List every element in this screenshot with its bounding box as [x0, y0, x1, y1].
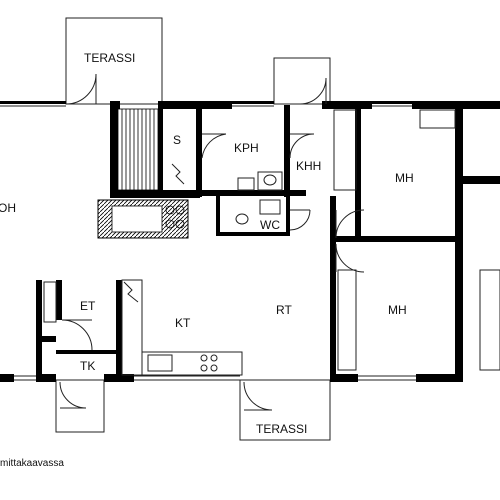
- bath-fixtures: [171, 163, 283, 225]
- room-label-kt: KT: [175, 316, 191, 330]
- scale-note: mittakaavassa: [0, 458, 64, 469]
- room-label-khh: KHH: [296, 159, 321, 173]
- kitchen-counter: [121, 279, 243, 376]
- room-label-tk: TK: [80, 359, 95, 373]
- closets: [43, 109, 500, 371]
- windows: [0, 105, 416, 381]
- room-label-rt: RT: [276, 303, 292, 317]
- stove-hatched: [97, 199, 189, 239]
- room-label-mh-top: MH: [395, 171, 414, 185]
- room-label-s: S: [173, 133, 181, 147]
- room-label-terassi-top: TERASSI: [84, 51, 135, 65]
- room-label-kph: KPH: [234, 141, 259, 155]
- room-label-mh-bottom: MH: [388, 303, 407, 317]
- terrace-bottom: [55, 379, 331, 441]
- room-label-wc: WC: [260, 218, 280, 232]
- room-label-oh: OH: [0, 201, 16, 215]
- room-label-terassi-bottom: TERASSI: [256, 422, 307, 436]
- sauna-benches: [117, 108, 159, 191]
- doors: [59, 73, 365, 411]
- room-label-et: ET: [80, 299, 96, 313]
- walls: [0, 101, 500, 382]
